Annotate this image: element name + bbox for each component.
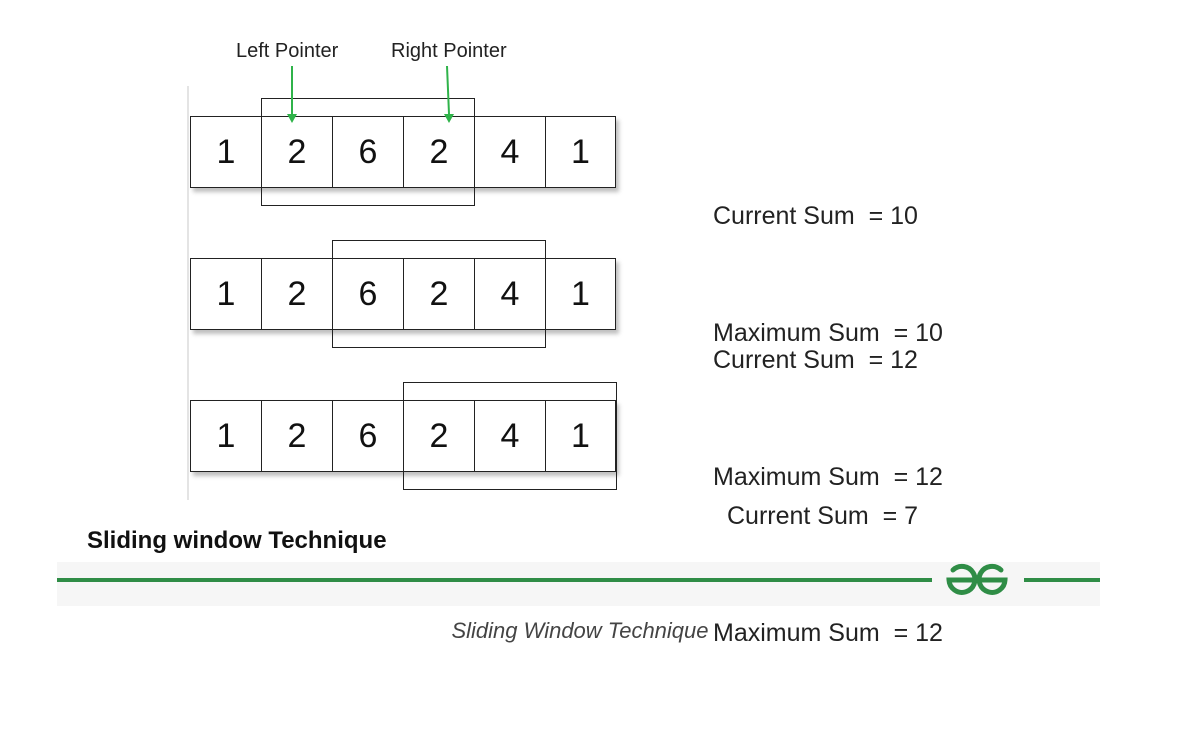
array-cell: 2 [403,258,474,330]
array-cell: 4 [474,400,545,472]
array-cell: 2 [261,116,332,188]
sums-step-3: Current Sum = 7 Maximum Sum = 12 [713,419,943,731]
array-cell: 1 [545,116,616,188]
array-cell: 1 [190,400,261,472]
right-pointer-label: Right Pointer [391,40,507,62]
array-cell: 6 [332,400,403,472]
array-cell: 1 [545,258,616,330]
sums-step-2: Current Sum = 12 Maximum Sum = 12 [713,263,943,575]
array-cell: 4 [474,116,545,188]
current-sum-text: Current Sum = 7 [727,502,919,530]
sums-step-1: Current Sum = 10 Maximum Sum = 10 [713,119,943,431]
figure-caption: Sliding Window Technique [451,618,709,643]
array-cell: 1 [190,116,261,188]
current-sum-text: Current Sum = 10 [713,202,918,230]
maximum-sum-text: Maximum Sum = 12 [713,619,943,647]
footer-title: Sliding window Technique [87,527,387,554]
array-cell: 4 [474,258,545,330]
left-guide-line [187,86,189,500]
footer-line-left [57,578,932,582]
array-cell: 6 [332,116,403,188]
right-pointer-arrow [444,65,454,123]
footer-band [57,562,1100,606]
geeksforgeeks-logo-icon [946,563,1008,595]
array-cell: 2 [261,258,332,330]
left-pointer-arrow [287,66,297,123]
array-cell: 2 [261,400,332,472]
array-cell: 2 [403,400,474,472]
array-cell: 1 [190,258,261,330]
maximum-sum-text: Maximum Sum = 12 [713,463,943,491]
maximum-sum-text: Maximum Sum = 10 [713,319,943,347]
array-cell: 2 [403,116,474,188]
array-cell: 1 [545,400,616,472]
footer-line-right [1024,578,1100,582]
left-pointer-label: Left Pointer [236,40,339,62]
current-sum-text: Current Sum = 12 [713,346,918,374]
array-cell: 6 [332,258,403,330]
